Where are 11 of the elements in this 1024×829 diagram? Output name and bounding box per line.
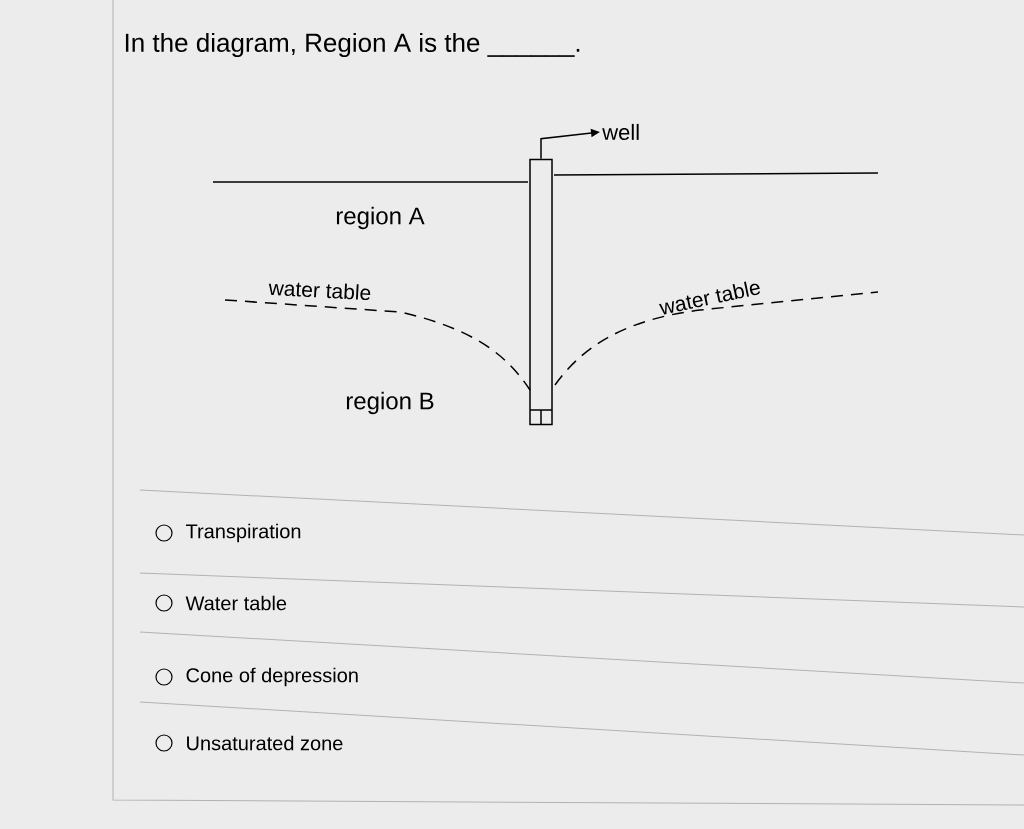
question-text: In the diagram, Region A is the ______. bbox=[125, 32, 580, 58]
water-table-label: water table bbox=[268, 282, 371, 301]
well-label: well bbox=[602, 123, 639, 141]
answer-option: Cone of depression bbox=[186, 667, 358, 687]
answer-option: Water table bbox=[185, 595, 287, 611]
well-pipe bbox=[529, 158, 553, 426]
region-label: region A bbox=[336, 206, 425, 230]
answer-option: Transpiration bbox=[186, 523, 301, 543]
answer-option: Unsaturated zone bbox=[187, 735, 343, 751]
water-table-label: water table bbox=[659, 281, 761, 315]
region-label: region B bbox=[346, 391, 434, 415]
